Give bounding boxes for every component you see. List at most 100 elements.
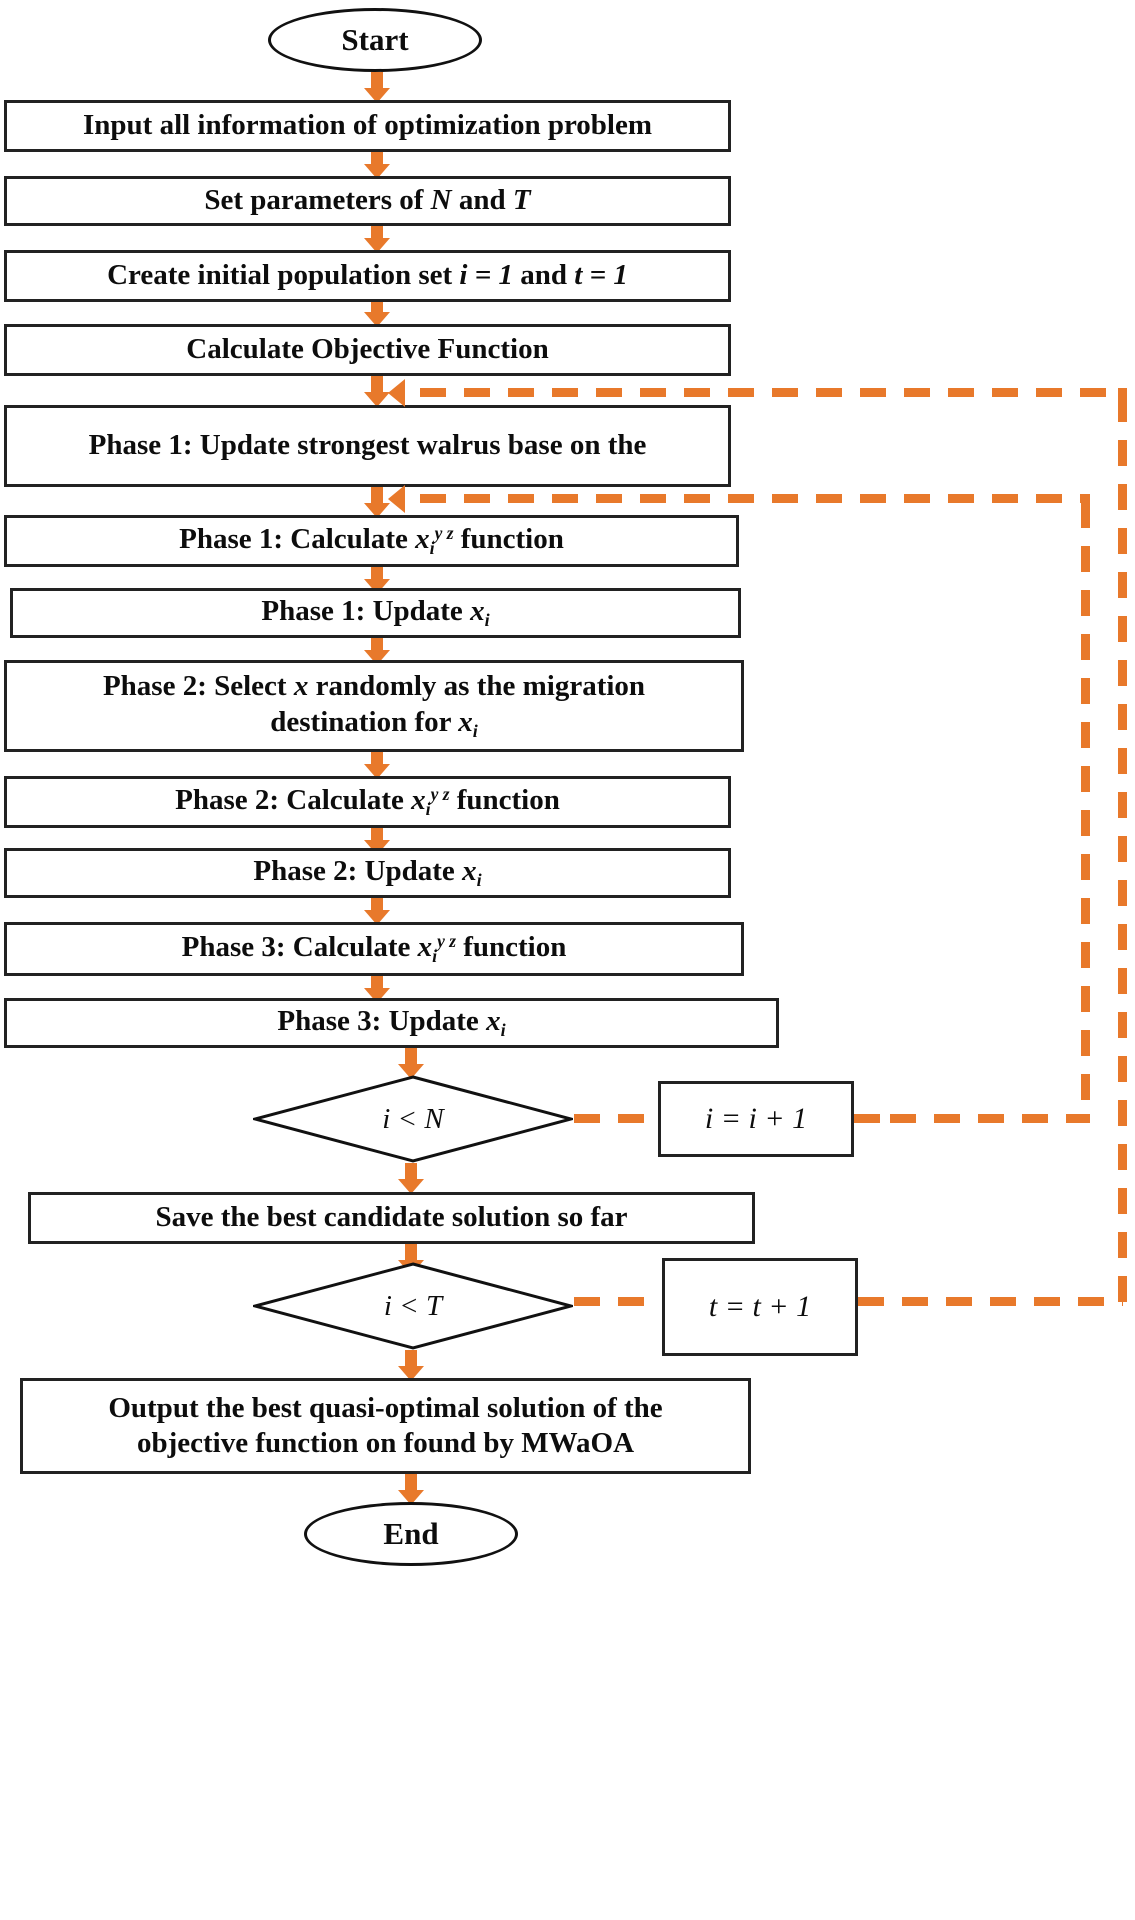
node-phase1-update-strongest-walrus[interactable]: Phase 1: Update strongest walrus base on… [4, 405, 731, 487]
node-phase3-calculate-label: Phase 3: Calculate xiy z function [182, 930, 567, 968]
set-params-prefix: Set parameters of [204, 184, 431, 217]
node-create-initial-population-label: Create initial population set i = 1 and … [107, 258, 628, 293]
arrow-decision-i-t-to-output [398, 1350, 424, 1381]
node-phase1-update-label: Phase 1: Update xi [261, 594, 489, 632]
phase2-update-var: x [462, 855, 477, 888]
arrow-calcobj-to-phase1strongest [364, 376, 390, 407]
node-calculate-objective-function[interactable]: Calculate Objective Function [4, 324, 731, 376]
node-increment-t-label: t = t + 1 [708, 1290, 812, 1323]
arrow-input-to-setparams [364, 152, 390, 179]
node-increment-i-label: i = i + 1 [704, 1102, 808, 1135]
dashed-corner-outer-bottom [1118, 1292, 1127, 1302]
arrowhead-outer-loop-into-phase1strongest [388, 379, 405, 407]
diamond-shape-i-n [253, 1075, 573, 1163]
node-input-label: Input all information of optimization pr… [82, 109, 653, 142]
dashed-edge-inner-top-run [420, 494, 1086, 503]
node-phase2-calculate[interactable]: Phase 2: Calculate xiy z function [4, 776, 731, 828]
node-end-label: End [383, 1516, 439, 1551]
set-params-var-n: N [430, 184, 452, 217]
node-decision-i-less-than-n-label: i < N [382, 1102, 444, 1135]
phase1-calc-sub: i [429, 537, 435, 558]
dashed-edge-increment-i-to-inner-rail [854, 1114, 894, 1123]
create-pop-var-t: t [574, 259, 583, 292]
arrow-output-to-end [398, 1474, 424, 1505]
node-decision-i-less-than-t-label: i < T [383, 1289, 443, 1322]
dashed-edge-inner-bottom-run [890, 1114, 1086, 1123]
node-create-initial-population[interactable]: Create initial population set i = 1 and … [4, 250, 731, 302]
node-phase1-update-strongest-walrus-label: Phase 1: Update strongest walrus base on… [88, 429, 647, 462]
phase3-calc-prefix: Phase 3: Calculate [181, 931, 418, 964]
set-params-var-t: T [512, 184, 531, 217]
phase2-update-sub: i [476, 869, 482, 890]
node-phase3-update[interactable]: Phase 3: Update xi [4, 998, 779, 1048]
dashed-edge-outer-top-run [420, 388, 1123, 397]
node-increment-i[interactable]: i = i + 1 [658, 1081, 854, 1157]
phase2-select-line1-a: Phase 2: Select [102, 670, 294, 703]
phase3-update-var: x [486, 1005, 501, 1038]
phase1-calc-var: x [415, 523, 430, 556]
phase1-update-sub: i [484, 609, 490, 630]
phase2-calc-sub: i [425, 798, 431, 819]
node-start[interactable]: Start [268, 8, 482, 72]
node-input[interactable]: Input all information of optimization pr… [4, 100, 731, 152]
phase2-calc-sup: y z [430, 784, 450, 805]
node-output-best-solution[interactable]: Output the best quasi-optimal solution o… [20, 1378, 751, 1474]
arrow-createpop-to-calcobj [364, 302, 390, 327]
dashed-edge-increment-t-to-outer-rail [858, 1297, 1123, 1306]
set-params-mid: and [451, 184, 513, 217]
phase3-calc-sub: i [432, 945, 438, 966]
arrow-phase1strongest-to-phase1calc [364, 487, 390, 518]
node-calculate-objective-function-label: Calculate Objective Function [186, 333, 549, 366]
dashed-corner-outer-top [1118, 388, 1127, 397]
phase3-calc-var: x [417, 931, 433, 964]
node-phase1-update[interactable]: Phase 1: Update xi [10, 588, 741, 638]
phase3-calc-sup: y z [437, 931, 456, 952]
arrow-phase2select-to-phase2calc [364, 752, 390, 779]
create-pop-eq1: = 1 [467, 259, 514, 292]
node-decision-i-less-than-t[interactable]: i < T [253, 1262, 573, 1350]
arrow-start-to-input [364, 72, 390, 103]
node-phase3-update-label: Phase 3: Update xi [277, 1004, 505, 1042]
create-pop-mid: and [513, 259, 575, 292]
node-set-parameters-label: Set parameters of N and T [204, 183, 530, 218]
node-phase3-calculate[interactable]: Phase 3: Calculate xiy z function [4, 922, 744, 976]
create-pop-eq2: = 1 [582, 259, 628, 292]
dashed-edge-i-decision-to-increment [574, 1114, 660, 1123]
node-set-parameters[interactable]: Set parameters of N and T [4, 176, 731, 226]
create-pop-prefix: Create initial population set [107, 259, 460, 292]
dashed-rail-inner-i-loop [1081, 502, 1090, 1120]
node-output-line1: Output the best quasi-optimal solution o… [108, 1391, 663, 1424]
arrow-phase3update-to-decision-i-n [398, 1048, 424, 1079]
node-phase2-select-line1: Phase 2: Select x randomly as the migrat… [103, 669, 645, 704]
phase3-calc-suffix: function [455, 931, 567, 964]
node-output-line2: objective function on found by MWaOA [136, 1427, 635, 1459]
dashed-corner-inner-top [1081, 494, 1090, 503]
phase3-update-sub: i [500, 1019, 506, 1040]
phase2-calc-var: x [411, 784, 426, 817]
arrow-decision-i-n-to-savebest [398, 1163, 424, 1194]
node-increment-t[interactable]: t = t + 1 [662, 1258, 858, 1356]
phase1-update-prefix: Phase 1: Update [261, 595, 471, 628]
node-save-best-candidate[interactable]: Save the best candidate solution so far [28, 1192, 755, 1244]
arrow-phase2update-to-phase3calc [364, 898, 390, 925]
phase2-select-var-x: x [293, 670, 309, 703]
node-phase1-calculate[interactable]: Phase 1: Calculate xiy z function [4, 515, 739, 567]
dashed-rail-outer-t-loop [1118, 396, 1127, 1296]
node-phase1-calculate-label: Phase 1: Calculate xiy z function [179, 522, 564, 560]
arrow-setparams-to-createpop [364, 226, 390, 253]
phase1-calc-prefix: Phase 1: Calculate [179, 523, 416, 556]
node-end[interactable]: End [304, 1502, 518, 1566]
phase1-calc-suffix: function [453, 523, 564, 556]
node-phase2-calculate-label: Phase 2: Calculate xiy z function [175, 783, 560, 821]
diamond-shape-i-t [253, 1262, 573, 1350]
phase1-calc-sup: y z [434, 523, 454, 544]
node-phase2-update[interactable]: Phase 2: Update xi [4, 848, 731, 898]
node-save-best-candidate-label: Save the best candidate solution so far [155, 1201, 628, 1234]
phase2-select-line1-b: randomly as the migration [308, 670, 646, 703]
phase1-update-var: x [470, 595, 485, 628]
create-pop-var-i: i [459, 259, 468, 292]
phase3-update-prefix: Phase 3: Update [277, 1005, 487, 1038]
node-decision-i-less-than-n[interactable]: i < N [253, 1075, 573, 1163]
node-phase2-select-migration-destination[interactable]: Phase 2: Select x randomly as the migrat… [4, 660, 744, 752]
phase2-update-prefix: Phase 2: Update [253, 855, 463, 888]
